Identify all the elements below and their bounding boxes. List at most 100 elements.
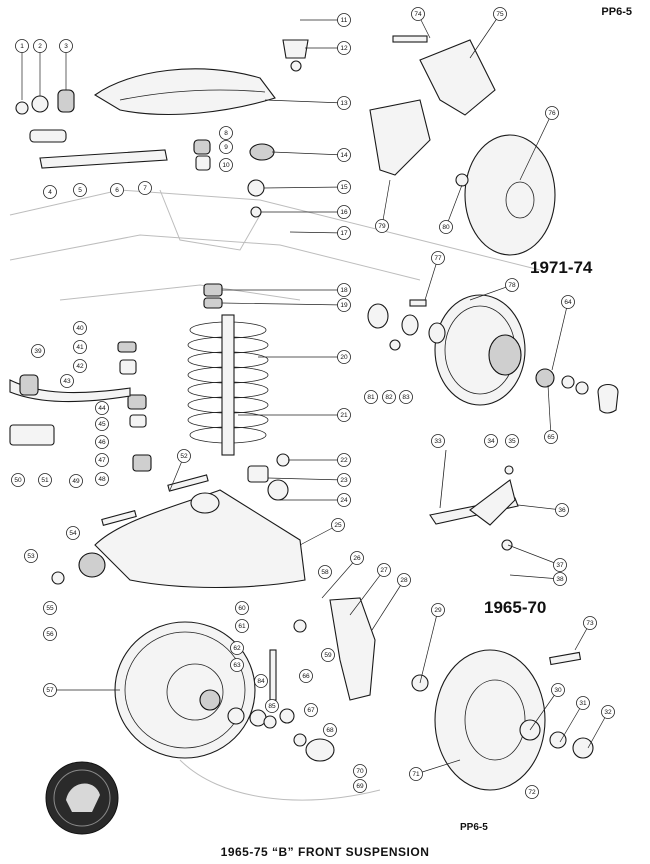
leader-line <box>321 557 358 599</box>
svg-text:16: 16 <box>340 209 348 216</box>
page-code-bottom: PP6-5 <box>460 822 488 833</box>
callout-50: 50 <box>11 473 25 487</box>
svg-text:68: 68 <box>326 727 334 734</box>
svg-text:4: 4 <box>48 189 52 196</box>
callout-83: 83 <box>399 390 413 404</box>
svg-text:3: 3 <box>64 43 68 50</box>
callout-67: 67 <box>304 703 318 717</box>
callout-43: 43 <box>60 374 74 388</box>
svg-text:78: 78 <box>508 282 516 289</box>
leader-line <box>509 574 561 580</box>
callout-39: 39 <box>31 344 45 358</box>
frame-outline <box>9 189 541 801</box>
callout-1: 1 <box>15 39 29 53</box>
callout-48: 48 <box>95 472 109 486</box>
callout-62: 62 <box>230 641 244 655</box>
washer <box>31 95 49 113</box>
svg-text:81: 81 <box>367 394 375 401</box>
svg-text:6: 6 <box>115 187 119 194</box>
svg-text:29: 29 <box>434 607 442 614</box>
steering-knuckle-1971-74 <box>419 39 496 116</box>
callout-14: 14 <box>337 148 351 162</box>
callout-11: 11 <box>337 13 351 27</box>
callout-44: 44 <box>95 401 109 415</box>
leader-line <box>517 504 563 511</box>
svg-text:40: 40 <box>76 325 84 332</box>
leader-line <box>263 186 345 189</box>
callout-33: 33 <box>431 434 445 448</box>
callout-10: 10 <box>219 158 233 172</box>
leader-line <box>419 609 439 684</box>
svg-text:65: 65 <box>547 434 555 441</box>
callout-84: 84 <box>254 674 268 688</box>
svg-text:74: 74 <box>414 11 422 18</box>
callout-24: 24 <box>337 493 351 507</box>
svg-text:75: 75 <box>496 11 504 18</box>
leader-line <box>264 99 345 104</box>
callout-74: 74 <box>411 7 425 21</box>
leader-line <box>507 544 561 566</box>
svg-text:38: 38 <box>556 576 564 583</box>
svg-text:30: 30 <box>554 687 562 694</box>
leader-line <box>371 579 405 631</box>
stabilizer-bar <box>9 379 131 403</box>
svg-text:57: 57 <box>46 687 54 694</box>
svg-text:48: 48 <box>98 476 106 483</box>
callout-55: 55 <box>43 601 57 615</box>
callout-18: 18 <box>337 283 351 297</box>
svg-text:62: 62 <box>233 645 241 652</box>
svg-text:61: 61 <box>238 623 246 630</box>
svg-text:69: 69 <box>356 783 364 790</box>
callout-73: 73 <box>583 616 597 630</box>
svg-text:64: 64 <box>564 299 572 306</box>
svg-text:54: 54 <box>69 530 77 537</box>
leader-line <box>289 231 345 234</box>
callout-16: 16 <box>337 205 351 219</box>
brake-drum <box>114 621 256 759</box>
upper-ball-joint <box>282 39 309 59</box>
callout-31: 31 <box>576 696 590 710</box>
callout-40: 40 <box>73 321 87 335</box>
bolt <box>29 129 67 143</box>
svg-text:19: 19 <box>340 302 348 309</box>
callout-32: 32 <box>601 705 615 719</box>
callout-58: 58 <box>318 565 332 579</box>
callout-54: 54 <box>66 526 80 540</box>
callout-7: 7 <box>138 181 152 195</box>
svg-text:72: 72 <box>528 789 536 796</box>
svg-text:17: 17 <box>340 230 348 237</box>
callout-51: 51 <box>38 473 52 487</box>
callout-28: 28 <box>397 573 411 587</box>
svg-text:70: 70 <box>356 768 364 775</box>
svg-text:71: 71 <box>412 771 420 778</box>
callout-52: 52 <box>177 449 191 463</box>
callout-38: 38 <box>553 572 567 586</box>
leader-line <box>559 702 584 743</box>
svg-text:80: 80 <box>442 224 450 231</box>
svg-text:12: 12 <box>340 45 348 52</box>
callout-80: 80 <box>439 220 453 234</box>
svg-text:36: 36 <box>558 507 566 514</box>
svg-text:33: 33 <box>434 438 442 445</box>
callout-59: 59 <box>321 648 335 662</box>
svg-text:14: 14 <box>340 152 348 159</box>
nut <box>15 101 29 115</box>
variant-label-1965-70: 1965-70 <box>484 598 547 617</box>
svg-text:37: 37 <box>556 562 564 569</box>
callout-27: 27 <box>377 563 391 577</box>
svg-text:35: 35 <box>508 438 516 445</box>
callout-69: 69 <box>353 779 367 793</box>
leader-line <box>271 151 345 156</box>
callout-61: 61 <box>235 619 249 633</box>
leader-line <box>267 477 345 481</box>
svg-text:58: 58 <box>321 569 329 576</box>
svg-text:18: 18 <box>340 287 348 294</box>
callout-49: 49 <box>69 474 83 488</box>
brake-backing-plate <box>434 649 546 791</box>
svg-text:10: 10 <box>222 162 230 169</box>
svg-text:60: 60 <box>238 605 246 612</box>
svg-text:39: 39 <box>34 348 42 355</box>
svg-text:47: 47 <box>98 457 106 464</box>
callout-42: 42 <box>73 359 87 373</box>
